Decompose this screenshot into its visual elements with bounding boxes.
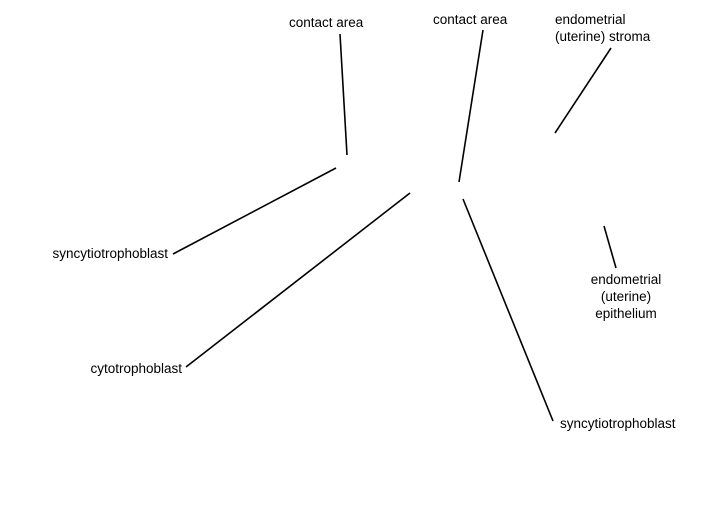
label-contact-area-2: contact area	[433, 12, 508, 27]
label-endometrial-epithelium: endometrial (uterine) epithelium	[590, 272, 662, 321]
leader-line-endometrial-stroma	[554, 47, 612, 134]
leader-line-cytotrophoblast	[185, 192, 411, 368]
label-cytotrophoblast: cytotrophoblast	[90, 361, 182, 376]
leader-line-syncytiotrophoblast-left	[172, 167, 337, 255]
label-syncytiotrophoblast-left: syncytiotrophoblast	[52, 246, 168, 261]
leader-line-syncytiotrophoblast-right	[462, 198, 554, 422]
leader-line-endometrial-epithelium	[603, 225, 617, 269]
label-syncytiotrophoblast-right: syncytiotrophoblast	[560, 416, 676, 431]
label-endometrial-stroma: endometrial (uterine) stroma	[555, 12, 651, 44]
leader-line-contact-area-1	[339, 33, 348, 156]
leader-line-contact-area-2	[458, 29, 484, 183]
label-contact-area-1: contact area	[289, 15, 364, 30]
